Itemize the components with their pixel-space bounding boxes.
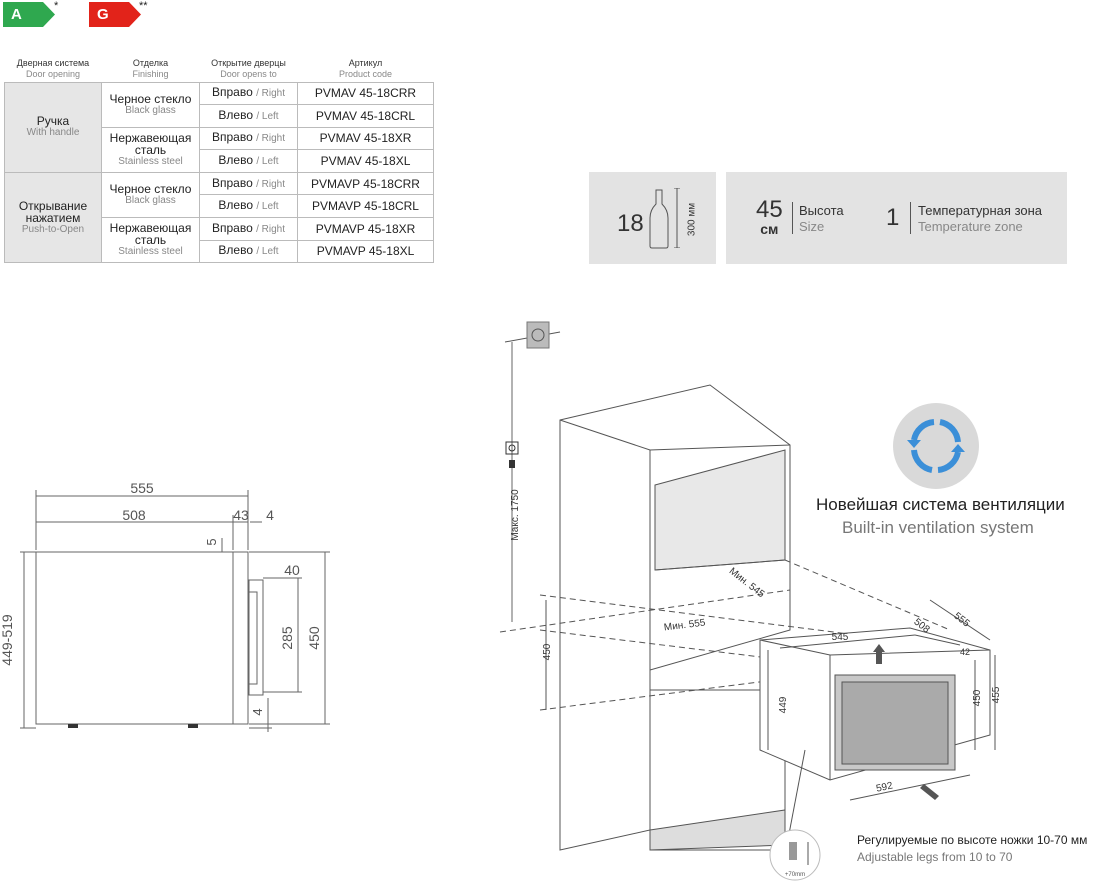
energy-class-a-label: A — [11, 6, 22, 23]
leg-icon — [789, 842, 797, 860]
bottle-count: 18 — [617, 210, 644, 237]
dim-height-455: 455 — [991, 686, 1002, 703]
dim-height-449: 449 — [778, 696, 789, 713]
leg-note: +70mm — [785, 872, 805, 878]
code-cell: PVMAV 45-18XL — [297, 149, 434, 173]
bottle-icon — [649, 189, 669, 249]
energy-class-g-label: G — [97, 6, 109, 23]
dim-handle-depth: 40 — [284, 562, 300, 578]
size-divider — [792, 202, 793, 234]
dim-total-width: 555 — [130, 480, 154, 496]
size-unit: см — [760, 221, 779, 237]
dim-door-gap: 42 — [960, 647, 970, 657]
code-cell: PVMAV 45-18XR — [297, 126, 434, 151]
code-cell: PVMAVP 45-18CRL — [297, 194, 434, 219]
direction-cell: Влево / Left — [199, 104, 298, 128]
dim-appliance-total-depth: 555 — [952, 611, 972, 630]
code-cell: PVMAV 45-18CRR — [297, 81, 434, 106]
legs-subtitle: Adjustable legs from 10 to 70 — [857, 850, 1013, 864]
airflow-up-arrow-icon — [873, 644, 885, 652]
zones-divider — [910, 202, 911, 234]
energy-class-g-mark: ** — [139, 0, 148, 12]
zones-value: 1 — [886, 204, 900, 231]
dim-niche-depth: Мин. 545 — [727, 566, 767, 601]
dim-gap-width: 4 — [266, 507, 274, 523]
dim-max-height: Макс. 1750 — [510, 489, 521, 541]
dim-bottom-gap: 4 — [250, 708, 265, 715]
socket-icon — [505, 441, 519, 455]
direction-cell: Вправо / Right — [199, 126, 298, 151]
size-value-block: 45 см — [756, 196, 783, 237]
ventilation-subtitle: Built-in ventilation system — [842, 518, 1034, 537]
direction-cell: Вправо / Right — [199, 217, 298, 241]
direction-cell: Влево / Left — [199, 194, 298, 219]
energy-class-g-badge: G — [89, 2, 141, 27]
installation-drawing: +70mm Макс. 1750 450 Мин. 545 Мин. 555 5… — [499, 321, 1002, 881]
dim-appliance-width: 545 — [832, 632, 849, 643]
code-cell: PVMAVP 45-18XR — [297, 217, 434, 241]
dim-handle-height: 285 — [279, 626, 295, 650]
dim-niche-height: 450 — [542, 643, 553, 660]
dim-height-range: 449-519 — [0, 614, 15, 666]
dim-height-450: 450 — [972, 689, 983, 706]
dim-door-width: 43 — [233, 507, 249, 523]
direction-cell: Вправо / Right — [199, 81, 298, 106]
code-cell: PVMAVP 45-18CRR — [297, 171, 434, 196]
plug-icon — [509, 460, 515, 468]
dim-top-gap: 5 — [204, 538, 219, 545]
bottle-capacity-panel: 18 300 мм — [589, 172, 716, 264]
dim-total-height: 450 — [306, 626, 322, 650]
energy-class-a-mark: * — [54, 0, 59, 12]
direction-cell: Вправо / Right — [199, 171, 298, 196]
code-cell: PVMAV 45-18CRL — [297, 104, 434, 128]
dim-niche-width: Мин. 555 — [663, 617, 706, 633]
airflow-in-arrow-icon — [920, 784, 939, 800]
direction-cell: Влево / Left — [199, 239, 298, 264]
size-value: 45 — [756, 196, 783, 223]
direction-cell: Влево / Left — [199, 149, 298, 173]
table-row: Влево / Left PVMAV 45-18CRL — [5, 104, 434, 128]
table-row: Влево / Left PVMAVP 45-18XL — [5, 239, 434, 264]
ventilation-title: Новейшая система вентиляции — [816, 495, 1065, 514]
bottle-height-line — [674, 188, 680, 248]
dim-body-width: 508 — [122, 507, 146, 523]
dim-door-width: 592 — [875, 780, 894, 794]
legs-title: Регулируемые по высоте ножки 10-70 мм — [857, 833, 1088, 847]
code-cell: PVMAVP 45-18XL — [297, 239, 434, 264]
ventilation-icon — [893, 403, 979, 489]
energy-class-a-badge: A — [3, 2, 55, 27]
side-view-drawing: 555 508 43 4 5 40 285 450 449-519 4 — [0, 480, 330, 732]
bottle-height-label: 300 мм — [686, 202, 698, 237]
